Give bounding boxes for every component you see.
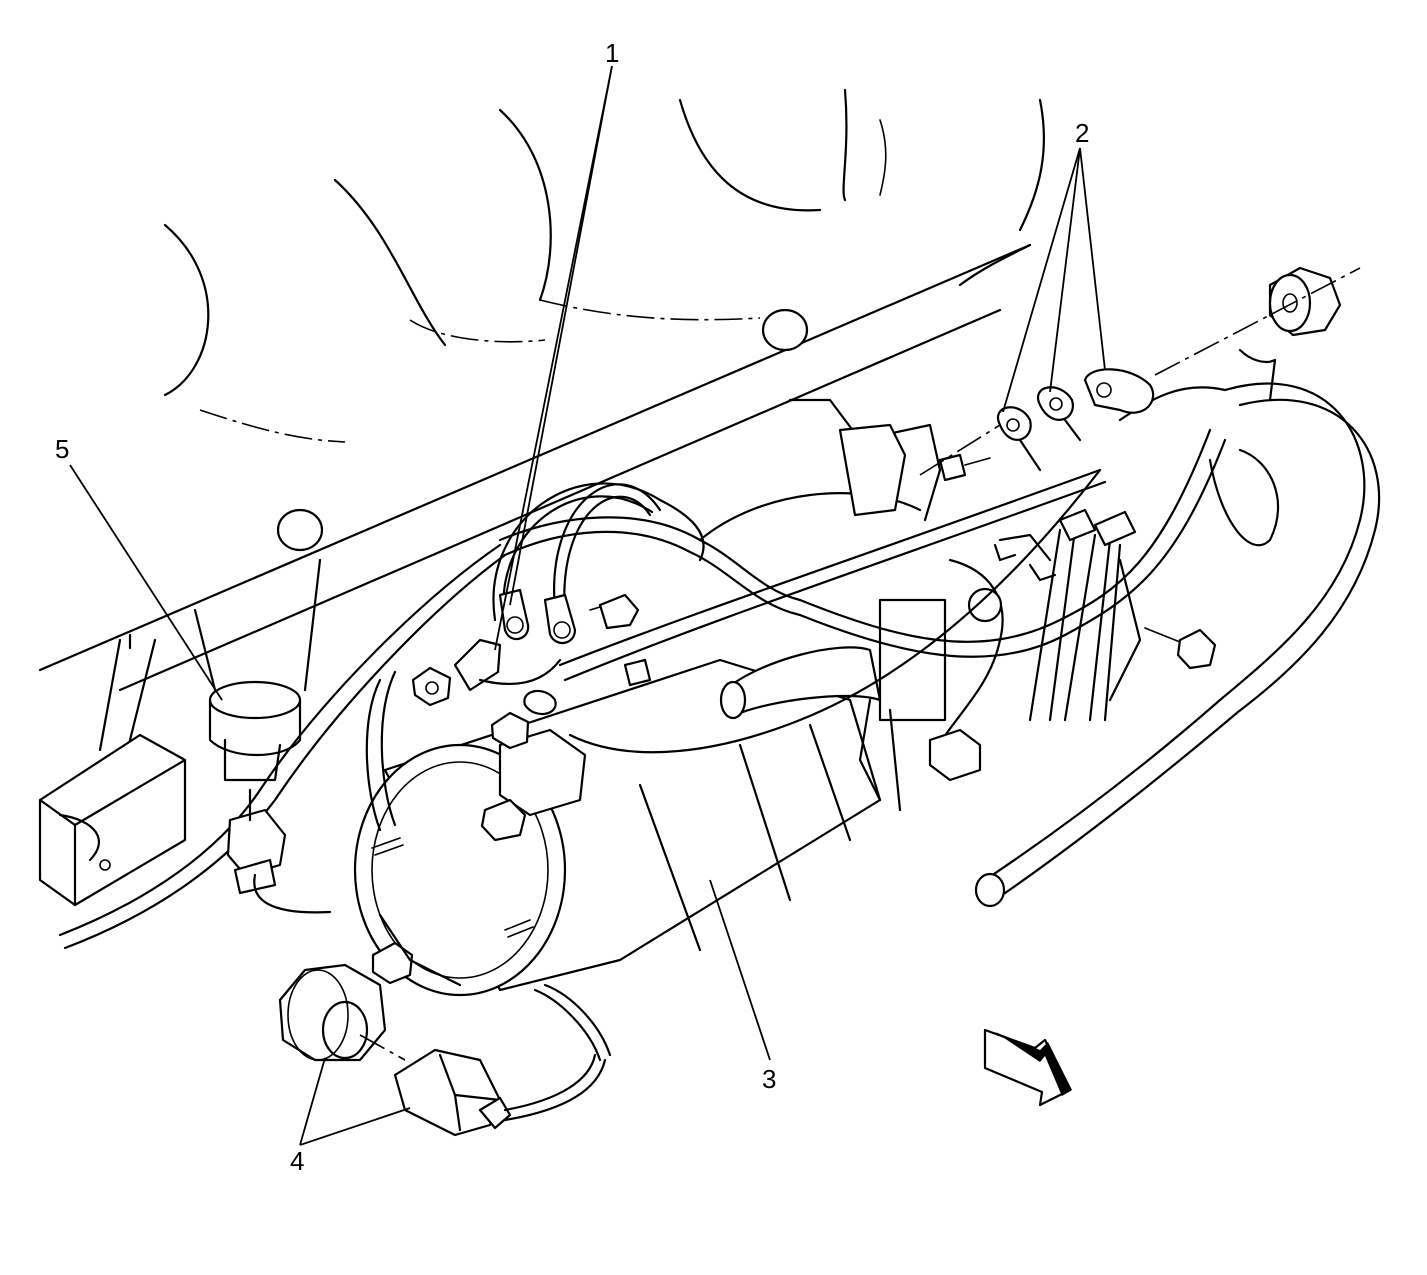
callout-1: 1 (605, 38, 619, 68)
transmission-case (698, 398, 1142, 812)
front-direction-arrow-icon (983, 1028, 1072, 1107)
wiring-harness (58, 348, 1381, 950)
engine-block (38, 88, 1046, 907)
leader-lines (69, 65, 1106, 1146)
callout-4: 4 (290, 1146, 304, 1176)
callout-5: 5 (55, 434, 69, 464)
callout-3: 3 (762, 1064, 776, 1094)
ground-terminals (453, 368, 1155, 716)
fasteners (278, 266, 1361, 1062)
callout-2: 2 (1075, 118, 1089, 148)
connectors (226, 788, 612, 1137)
